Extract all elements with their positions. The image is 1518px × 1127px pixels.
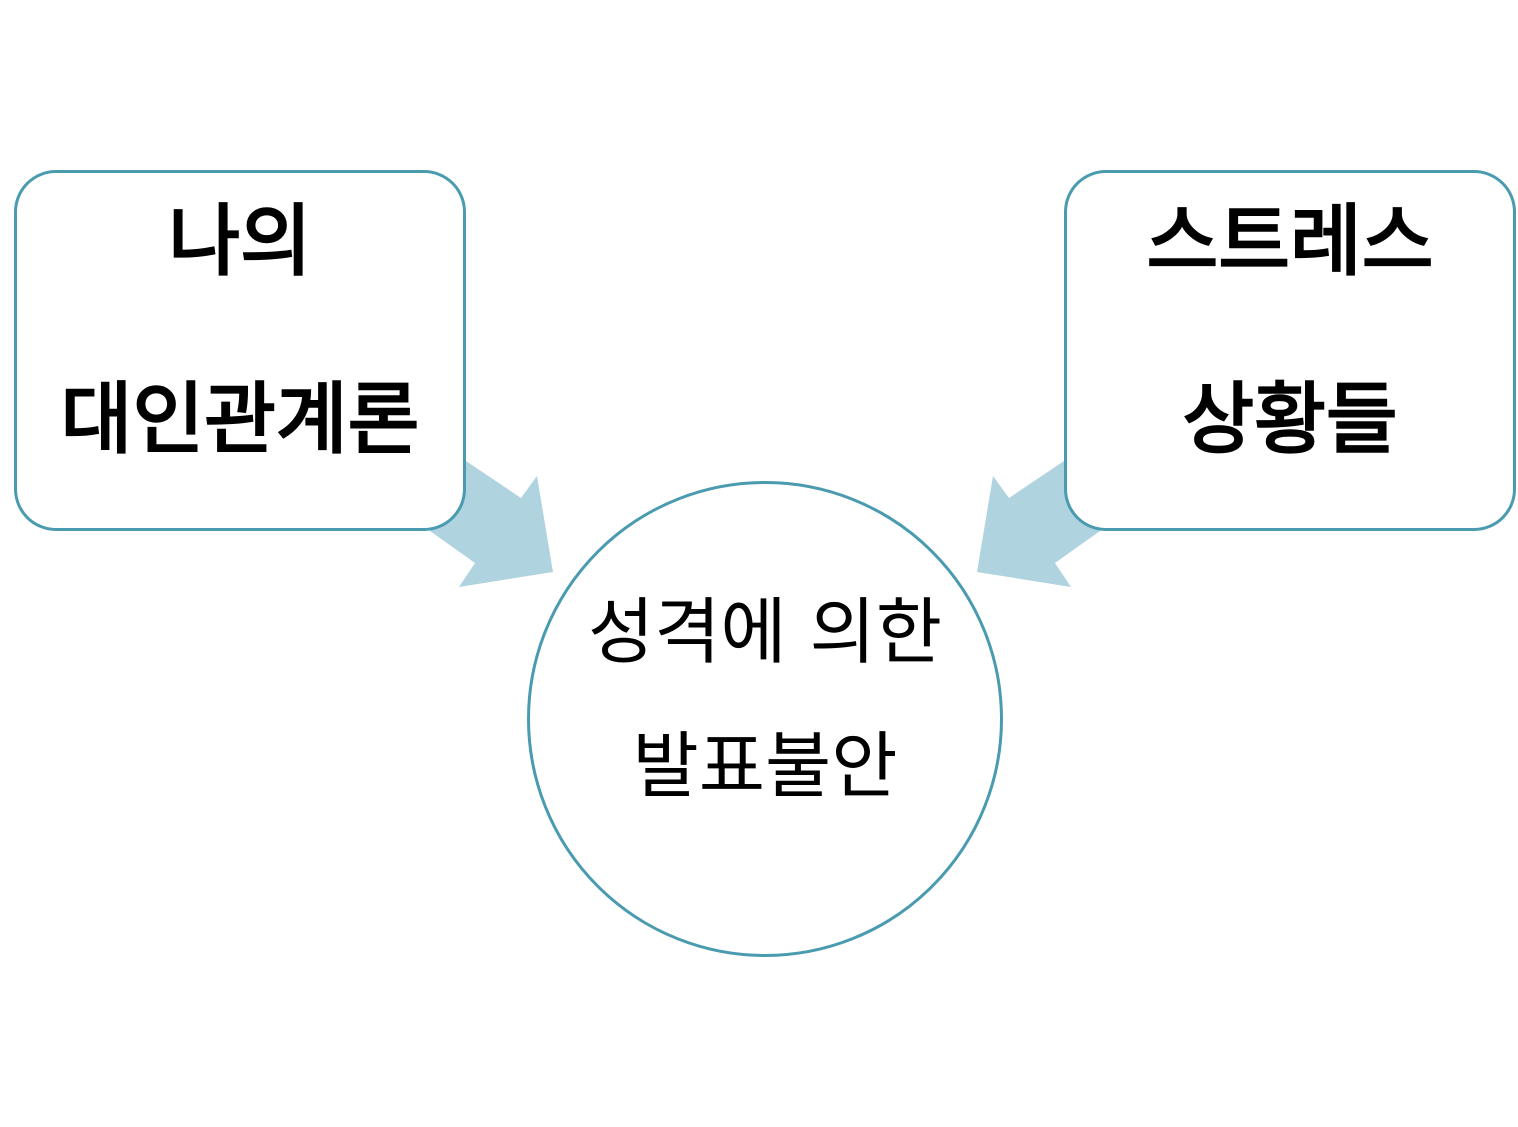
center-node-title-line2: 발표불안 [632,724,898,808]
center-node-title-line1: 성격에 의한 [587,590,943,674]
personal-relations-node: 나의 대인관계론 [14,170,466,531]
presentation-anxiety-node: 성격에 의한 발표불안 [527,481,1003,957]
right-node-title-line1: 스트레스 [1146,197,1434,287]
stress-situations-node: 스트레스 상황들 [1064,170,1516,531]
right-node-title-line2: 상황들 [1182,375,1398,465]
left-node-title-line2: 대인관계론 [60,375,420,465]
left-node-title-line1: 나의 [168,197,312,287]
